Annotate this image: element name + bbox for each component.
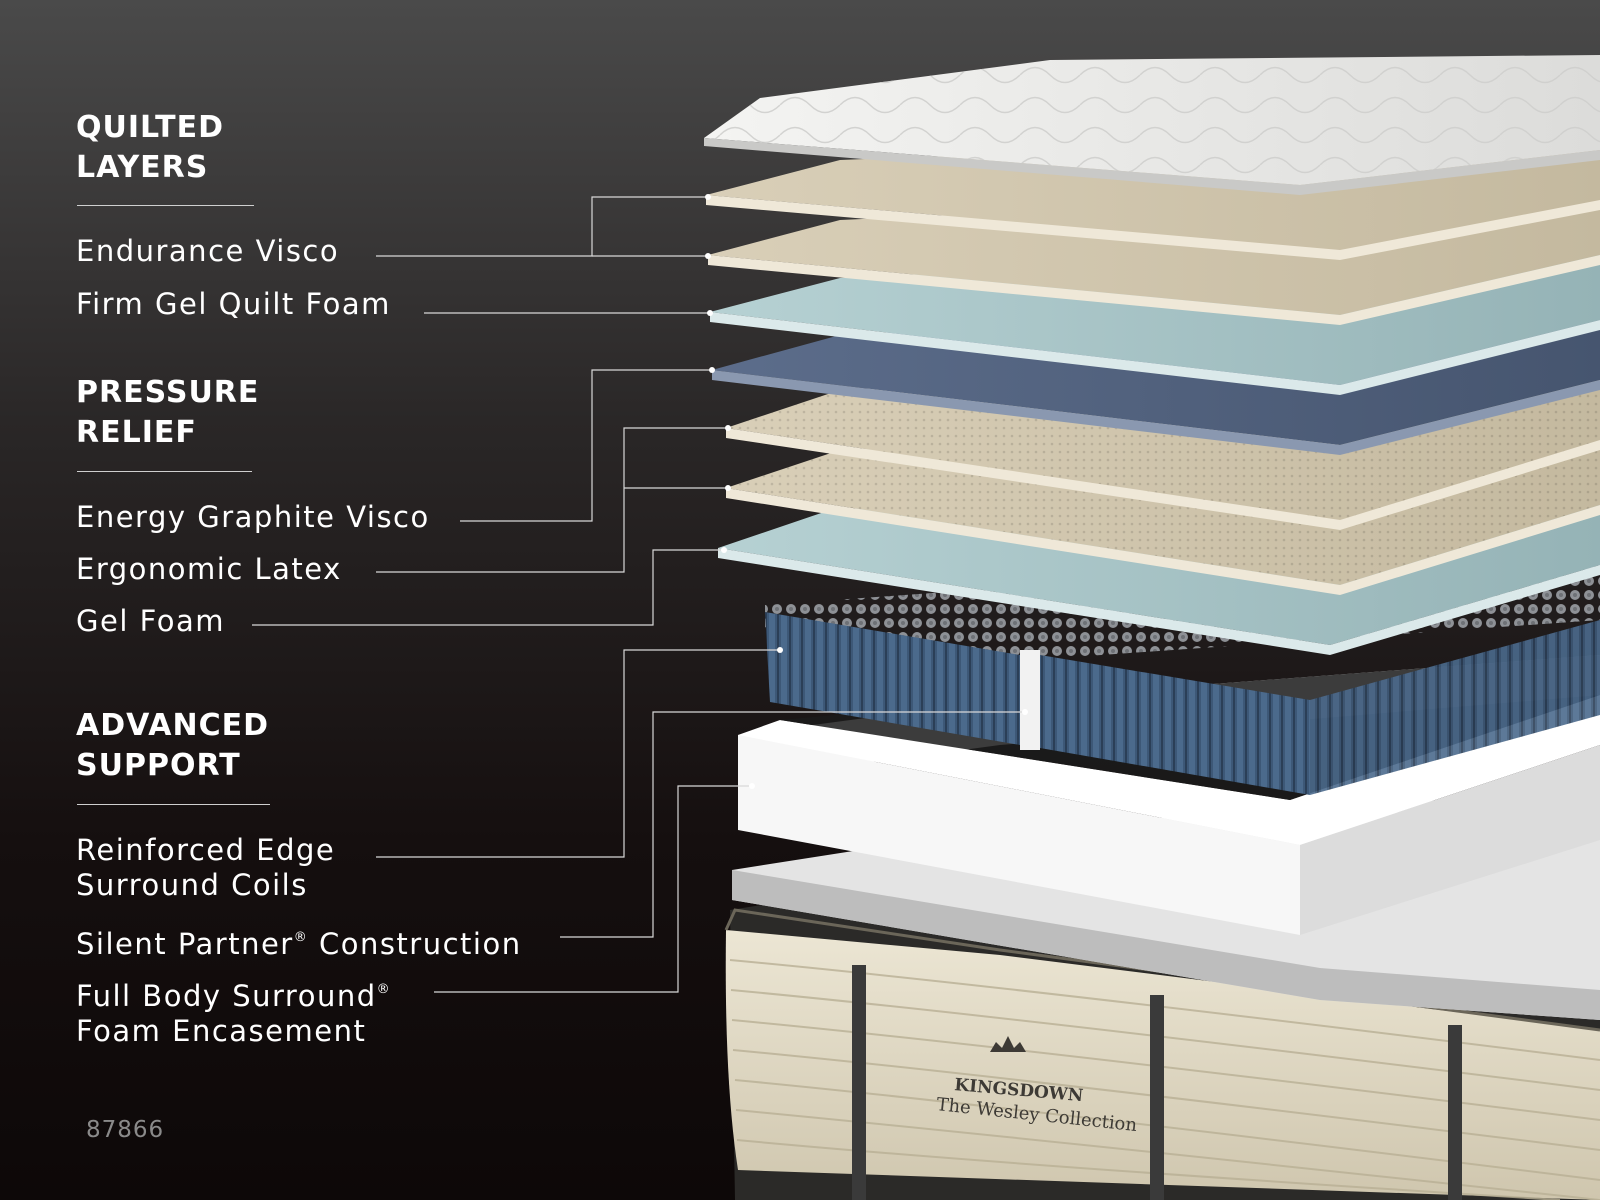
layer-label-energy-graphite-visco: Energy Graphite Visco — [76, 500, 430, 534]
layer-label-firm-gel-quilt-foam: Firm Gel Quilt Foam — [76, 287, 391, 321]
section-divider — [77, 471, 252, 472]
product-code: 87866 — [86, 1117, 165, 1143]
section-heading-advanced-support: ADVANCED SUPPORT — [76, 708, 270, 783]
layer-label-endurance-visco: Endurance Visco — [76, 234, 340, 268]
layer-label-ergonomic-latex: Ergonomic Latex — [76, 552, 342, 586]
crown-logo-icon — [990, 1036, 1026, 1052]
section-divider — [77, 804, 270, 805]
layer-label-silent-partner-construction: Silent Partner® Construction — [76, 927, 522, 961]
leader-dots — [705, 194, 1028, 789]
section-heading-pressure-relief: PRESSURE RELIEF — [76, 375, 260, 450]
quilted-top-layer — [704, 55, 1600, 195]
layer-label-reinforced-edge-surround-coils: Reinforced Edge Surround Coils — [76, 833, 336, 902]
leader-lines — [252, 196, 1025, 993]
section-heading-quilted-layers: QUILTED LAYERS — [76, 110, 225, 185]
section-divider — [77, 205, 254, 206]
layer-label-gel-foam: Gel Foam — [76, 604, 225, 638]
layer-label-full-body-surround-foam-encasement: Full Body Surround® Foam Encasement — [76, 979, 392, 1048]
